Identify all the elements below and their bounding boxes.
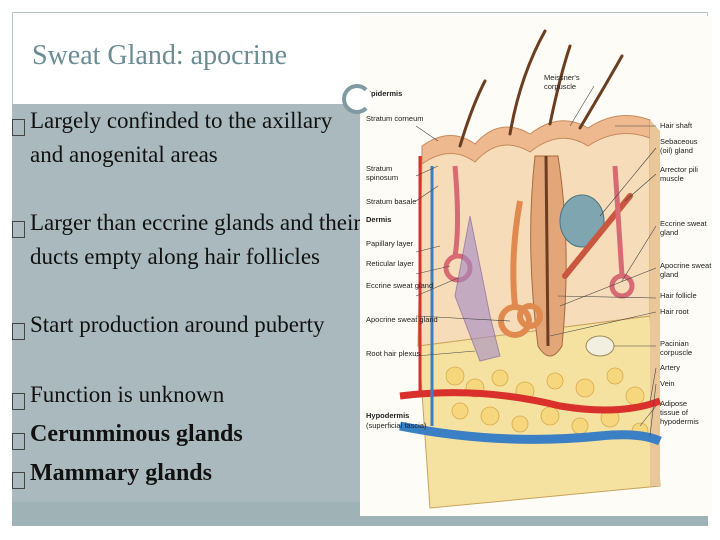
bullet-text: Start production around puberty (30, 312, 325, 337)
label-hair-follicle: Hair follicle (660, 291, 697, 300)
label-sebaceous-2: (oil) gland (660, 146, 693, 155)
label-adipose-1: Adipose (660, 399, 687, 408)
pacinian-corpuscle (585, 335, 615, 357)
hair-root (544, 155, 550, 347)
label-hair-shaft: Hair shaft (660, 121, 693, 130)
label-hypodermis: Hypodermis (366, 411, 409, 420)
label-adipose-2: tissue of (660, 408, 689, 417)
bullet-text: Function is unknown (30, 382, 225, 407)
bullet-item: Start production around puberty (12, 308, 362, 342)
bullet-text: Larger than eccrine glands and their duc… (30, 210, 362, 269)
bullet-item: Mammary glands (12, 456, 362, 490)
frame-top-line (12, 12, 708, 13)
frame-left-line (12, 12, 13, 104)
label-pacinian-1: Pacinian (660, 339, 689, 348)
label-hair-root: Hair root (660, 307, 690, 316)
bullet-marker-icon (12, 425, 25, 459)
label-meissners-1: Meissner's (544, 73, 580, 82)
label-arrector-2: muscle (660, 174, 684, 183)
bullet-marker-icon (12, 316, 25, 350)
label-vein: Vein (660, 379, 675, 388)
label-stratum-spinosum-2: spinosum (366, 173, 398, 182)
bullet-marker-icon (12, 112, 25, 146)
vein (399, 421, 662, 446)
decorative-ring-icon (342, 84, 372, 114)
bullet-text: Largely confinded to the axillary and an… (30, 108, 333, 167)
slide-title: Sweat Gland: apocrine (32, 40, 288, 71)
artery (399, 389, 662, 414)
label-reticular-layer: Reticular layer (366, 259, 414, 268)
skin-anatomy-diagram: Epidermis Stratum corneum Stratum spinos… (360, 16, 712, 516)
bullet-marker-icon (12, 386, 25, 420)
label-stratum-spinosum-1: Stratum (366, 164, 392, 173)
label-epidermis: Epidermis (366, 89, 402, 98)
label-apocrine-sweat-gland: Apocrine sweat gland (366, 315, 438, 324)
bullet-item: Largely confinded to the axillary and an… (12, 104, 362, 172)
label-papillary-layer: Papillary layer (366, 239, 414, 248)
label-pacinian-2: corpuscle (660, 348, 692, 357)
content-panel (12, 104, 360, 502)
bullet-marker-icon (12, 464, 25, 498)
eccrine-gland (443, 165, 635, 299)
label-apocrine-2: gland (660, 270, 678, 279)
label-sebaceous-1: Sebaceous (660, 137, 698, 146)
label-eccrine-1: Eccrine sweat (660, 219, 708, 228)
label-eccrine-sweat-gland: Eccrine sweat gland (366, 281, 433, 290)
label-dermis: Dermis (366, 215, 391, 224)
bullet-text: Cerunminous glands (30, 421, 243, 447)
label-stratum-basale: Stratum basale (366, 197, 416, 206)
label-eccrine-2: gland (660, 228, 678, 237)
label-superficial-fascia: (superficial fascia) (366, 421, 427, 430)
label-apocrine-1: Apocrine sweat (660, 261, 712, 270)
root-hair-plexus (454, 215, 501, 362)
diagram-labels-right: Meissner's corpuscle Hair shaft Sebaceou… (544, 73, 712, 426)
bullet-marker-icon (12, 214, 25, 248)
bullet-item: Function is unknown (12, 378, 362, 412)
label-root-hair-plexus: Root hair plexus (366, 349, 420, 358)
block-side (650, 120, 660, 486)
bullet-text: Mammary glands (30, 460, 212, 486)
label-meissners-2: corpuscle (544, 82, 576, 91)
label-artery: Artery (660, 363, 680, 372)
label-adipose-3: hypodermis (660, 417, 699, 426)
bullet-item: Larger than eccrine glands and their duc… (12, 206, 362, 274)
apocrine-gland (498, 200, 543, 338)
hair-shafts (458, 29, 624, 148)
label-arrector-1: Arrector pili (660, 165, 698, 174)
diagram-labels-left: Epidermis Stratum corneum Stratum spinos… (366, 89, 438, 430)
bullet-item: Cerunminous glands (12, 417, 362, 451)
sebaceous-gland (559, 194, 605, 248)
label-stratum-corneum: Stratum corneum (366, 114, 424, 123)
leader-lines (415, 85, 657, 437)
